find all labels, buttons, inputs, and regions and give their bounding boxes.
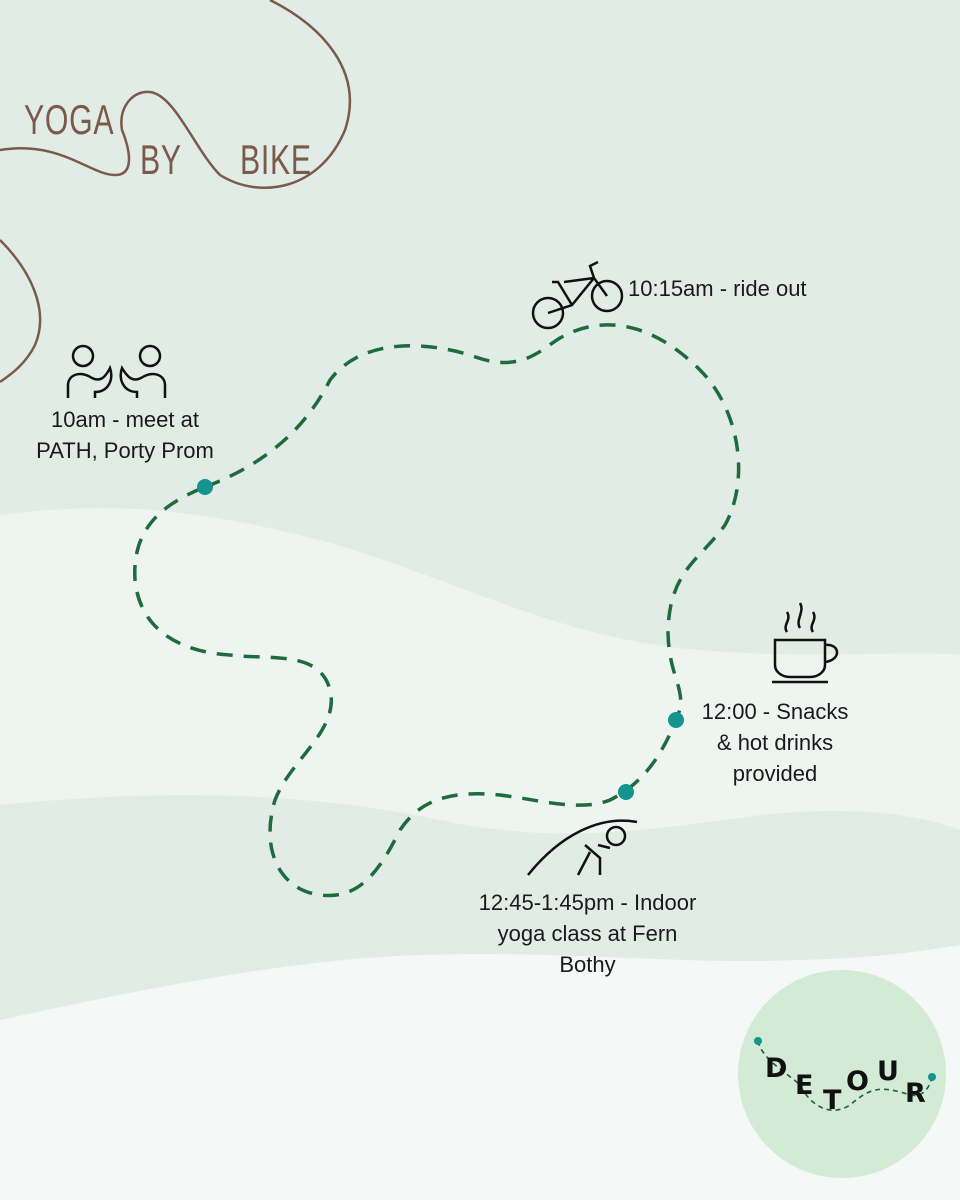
route-dashed-path [133,323,741,898]
stop-text-line: & hot drinks [716,730,834,755]
stop-snacks-label: 12:00 - Snacks & hot drinks provided [680,696,870,789]
logo-letter: D [765,1053,788,1084]
stop-text-line: Bothy [559,952,616,977]
logo-letter: E [795,1070,814,1101]
title-yoga: YOGA [24,96,115,143]
title-swirl-line [0,0,352,189]
side-swirl-line [0,239,42,384]
stop-yoga-label: 12:45-1:45pm - Indoor yoga class at Fern… [460,887,715,980]
logo-letter: U [877,1056,899,1087]
stop-text-line: 10am - meet at [51,407,199,432]
logo-dot [928,1073,936,1081]
yoga-pose-icon [527,819,638,876]
route-stop-dot [197,479,213,495]
title-bike: BIKE [240,136,312,183]
coffee-cup-icon [772,602,839,684]
detour-logo-circle [738,970,946,1178]
logo-letter: O [846,1066,869,1097]
logo-dot [754,1037,762,1045]
stop-text-line: 10:15am - ride out [628,276,807,301]
route-stop-dot [618,784,634,800]
route-stop-dot [668,712,684,728]
stop-text-line: provided [732,761,818,786]
title-by: BY [140,136,182,183]
stop-meet-label: 10am - meet at PATH, Porty Prom [20,404,230,466]
people-meeting-icon [66,344,167,398]
stop-text-line: 12:45-1:45pm - Indoor [478,890,697,915]
bicycle-icon [531,260,624,330]
stop-text-line: PATH, Porty Prom [36,438,214,463]
logo-letter: T [823,1085,842,1116]
stop-text-line: 12:00 - Snacks [701,699,849,724]
stop-text-line: yoga class at Fern [497,921,678,946]
stop-ride-label: 10:15am - ride out [628,273,807,304]
logo-letter: R [905,1078,926,1109]
